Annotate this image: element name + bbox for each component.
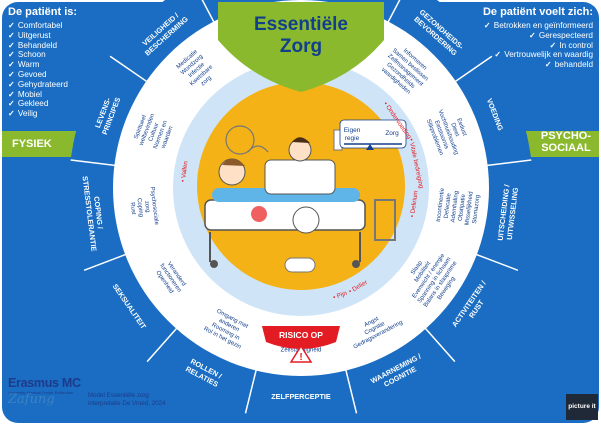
patient-is-item: Schoon [8, 50, 140, 60]
scale-left-line2: regie [345, 135, 360, 142]
patient-is-heading: De patiënt is: [8, 6, 78, 18]
segment-divider [201, 0, 243, 76]
svg-text:!: ! [299, 352, 302, 363]
patient-feels-list: Betrokken en geïnformeerdGerespecteerdIn… [433, 21, 593, 70]
patient-feels-item: Betrokken en geïnformeerd [433, 21, 593, 31]
risk-item: • Delirium [409, 190, 420, 218]
patient-feels-item: Gerespecteerd [433, 31, 593, 41]
segment-title-line: ZELFPERCEPTIE [271, 392, 331, 401]
segment-divider [420, 232, 519, 271]
patient-is-item: Behandeld [8, 41, 140, 51]
segment-item: Incontinentie [436, 187, 446, 222]
segment-items-uitscheiding: IncontinentieDefecatieAdemhalingObstipat… [436, 187, 481, 226]
credits: Model Essentiële zorg interpretatie De V… [88, 392, 166, 408]
patient-is-item: Gekleed [8, 99, 140, 109]
logo-name: Erasmus MC [8, 376, 81, 390]
picture-it-badge: picture it [566, 394, 598, 420]
psychosocial-band-label: PSYCHO- SOCIAAL [540, 130, 591, 154]
patient-is-item: Gehydrateerd [8, 80, 140, 90]
segment-item: zorg [143, 201, 150, 213]
patient-is-item: Mobiel [8, 90, 140, 100]
segment-title-zelfperceptie: ZELFPERCEPTIE [271, 392, 331, 401]
psychosocial-line1: PSYCHO- [540, 130, 591, 142]
risk-label: RISICO OP [279, 330, 323, 340]
segment-divider [427, 159, 532, 174]
patient-feels-heading: De patiënt voelt zich: [482, 6, 593, 18]
segment-item: Stomazorg [472, 195, 481, 225]
segment-item: Rust [129, 202, 136, 215]
segment-item: Coping [135, 198, 143, 218]
patient-is-item: Comfortabel [8, 21, 140, 31]
segment-item: Psychosociale [149, 186, 160, 225]
patient-is-item: Veilig [8, 109, 140, 119]
warning-icon [289, 344, 313, 363]
risk-tab: RISICO OP ! [262, 326, 340, 363]
segment-divider [146, 283, 217, 363]
segment-item: Misselijkheid [465, 191, 475, 225]
care-scale: Eigen regie Zorg [339, 119, 407, 150]
segment-item: Dieet [449, 122, 460, 138]
patient-is-list: ComfortabelUitgerustBehandeldSchoonWarmG… [8, 21, 140, 119]
risk-item: • Pijn [332, 290, 348, 302]
segment-item: Ademhaling [450, 191, 460, 223]
segment-items-voeding: EetlustDieetVochthuishoudingEetstoornisS… [425, 109, 468, 156]
patient-feels-panel: De patiënt voelt zich: Betrokken en geïn… [433, 6, 593, 138]
scale-left-line1: Eigen [344, 127, 361, 134]
patient-is-item: Warm [8, 60, 140, 70]
logo-script: Zafung [8, 392, 55, 407]
patient-bed-illustration [204, 125, 396, 273]
segment-divider [385, 283, 456, 363]
psychosocial-line2: SOCIAAL [541, 142, 591, 154]
patient-is-item: Gevoed [8, 70, 140, 80]
patient-is-item: Uitgerust [8, 31, 140, 41]
scale-right: Zorg [385, 130, 399, 137]
title-line1: Essentiële [254, 14, 348, 35]
credits-line1: Model Essentiële zorg [88, 392, 149, 399]
erasmus-logo: Erasmus MC University Medical Center Rot… [8, 376, 88, 420]
title-wedge [218, 2, 384, 92]
segment-item: Defecatie [444, 192, 453, 219]
physical-band-label: FYSIEK [12, 138, 52, 150]
segment-divider [359, 0, 401, 76]
segment-divider [70, 159, 175, 174]
segment-item: Obstipatie [458, 193, 467, 221]
title-line2: Zorg [280, 36, 322, 57]
credits-line2: interpretatie De Vroed, 2024 [88, 400, 166, 407]
risk-item: • Vallen [180, 160, 190, 182]
segment-title-line: COPING / [92, 196, 105, 230]
patient-feels-item: Vertrouwelijk en waardig [433, 50, 593, 60]
patient-feels-item: In control [433, 41, 593, 51]
patient-is-panel: De patiënt is: ComfortabelUitgerustBehan… [8, 6, 140, 138]
logo-subtitle: University Medical Center Rotterdam [8, 390, 74, 395]
patient-feels-item: behandeld [433, 60, 593, 70]
segment-divider [83, 232, 182, 271]
